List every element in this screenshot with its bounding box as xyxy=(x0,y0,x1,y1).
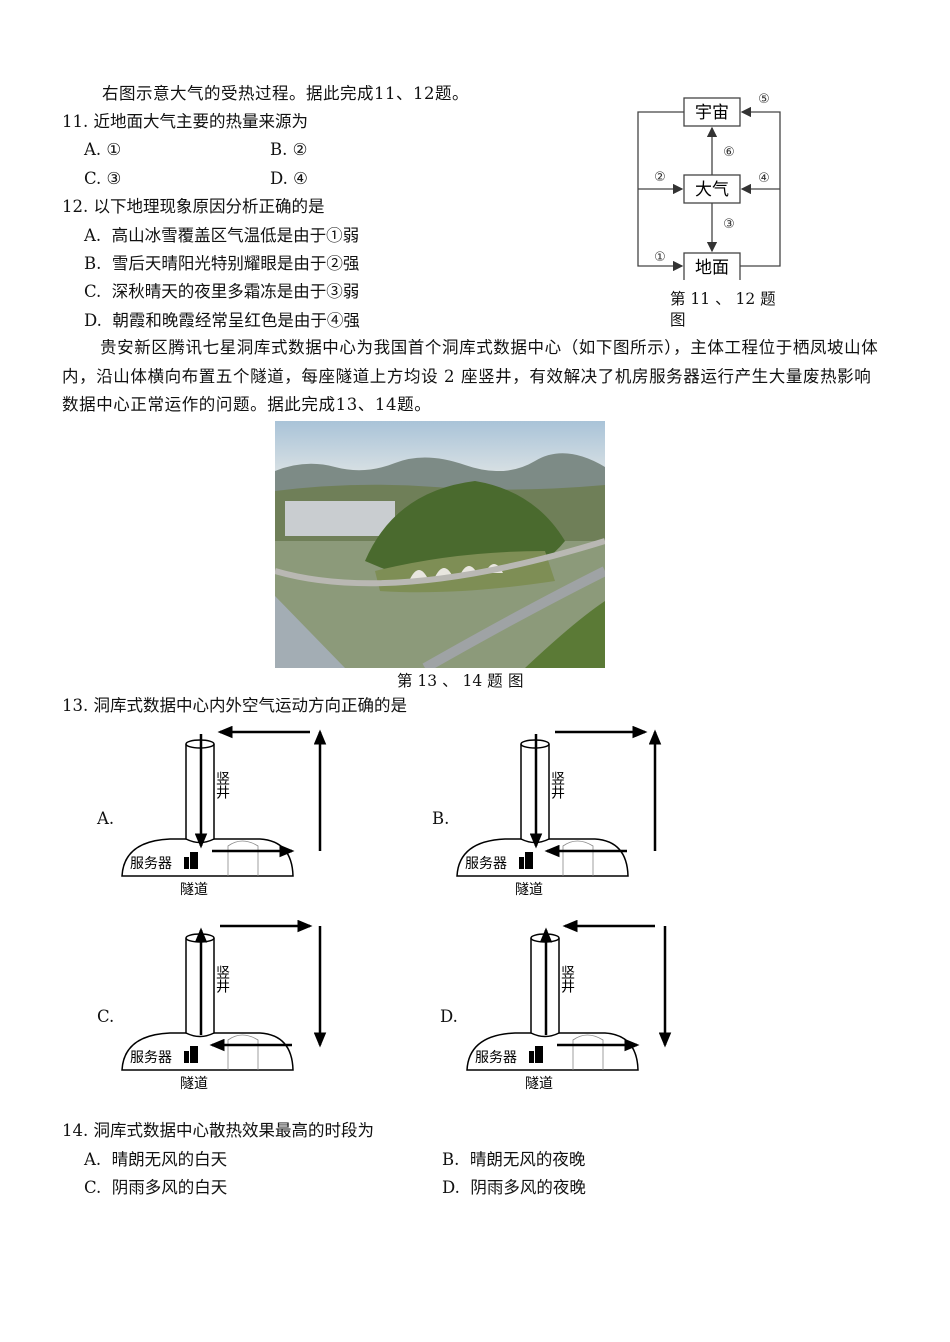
server-label: 服务器 xyxy=(130,1050,172,1066)
q12-option-b[interactable]: B. 雪后天晴阳光特别耀眼是由于②强 xyxy=(84,254,359,274)
intro-13-14: 贵安新区腾讯七星洞库式数据中心为我国首个洞库式数据中心（如下图所示），主体工程位… xyxy=(62,338,879,414)
option-text: 深秋晴天的夜里多霜冻是由于③弱 xyxy=(111,282,360,301)
q13-option-c-diagram[interactable]: 竖井服务器隧道 xyxy=(100,910,350,1100)
box-ground: 地面 xyxy=(695,258,729,278)
option-label: A. xyxy=(84,1150,102,1169)
option-text: 朝霞和晚霞经常呈红色是由于④强 xyxy=(112,311,360,330)
marker-4: ④ xyxy=(758,171,770,186)
tunnel-dome xyxy=(121,838,294,877)
server-icon xyxy=(519,852,533,869)
option-label: C. xyxy=(84,1178,102,1197)
option-label: D. xyxy=(270,169,288,188)
tunnel-arch xyxy=(227,840,259,876)
option-label: A. xyxy=(84,140,102,159)
option-text: 雪后天晴阳光特别耀眼是由于②强 xyxy=(111,254,360,273)
server-icon xyxy=(529,1046,543,1063)
heat-diagram-caption-1: 第 11 、 12 题 xyxy=(670,290,776,308)
q13-option-d-label[interactable]: D. xyxy=(440,1007,458,1026)
server-label: 服务器 xyxy=(465,856,507,872)
tunnel-dome xyxy=(456,838,629,877)
q12-option-c[interactable]: C. 深秋晴天的夜里多霜冻是由于③弱 xyxy=(84,282,359,302)
shaft-label: 竖井 xyxy=(214,965,230,994)
q14-option-b[interactable]: B. 晴朗无风的夜晚 xyxy=(442,1150,585,1170)
option-label: C. xyxy=(84,169,102,188)
option-text: 晴朗无风的白天 xyxy=(111,1150,228,1169)
q12-stem: 12. 以下地理现象原因分析正确的是 xyxy=(62,197,325,216)
tunnel-label: 隧道 xyxy=(180,882,208,898)
option-text: ③ xyxy=(106,169,122,188)
option-text: ④ xyxy=(293,169,308,188)
photo-caption-1: 第 13 、 14 题 xyxy=(397,672,503,690)
q13-option-b-diagram[interactable]: 竖井服务器隧道 xyxy=(435,716,685,906)
option-text: ② xyxy=(292,140,308,159)
marker-3: ③ xyxy=(723,217,735,232)
marker-5: ⑤ xyxy=(758,92,770,107)
marker-1: ① xyxy=(654,250,666,265)
heat-diagram-caption-2: 图 xyxy=(670,311,686,329)
box-atmosphere: 大气 xyxy=(695,180,729,200)
tunnel-dome xyxy=(121,1032,294,1071)
option-label: B. xyxy=(270,140,288,159)
server-label: 服务器 xyxy=(475,1050,517,1066)
q11-option-b[interactable]: B. ② xyxy=(270,140,307,160)
q14-option-d[interactable]: D. 阴雨多风的夜晚 xyxy=(442,1178,586,1198)
server-label: 服务器 xyxy=(130,856,172,872)
q13-option-b-label[interactable]: B. xyxy=(432,809,450,828)
tunnel-label: 隧道 xyxy=(515,882,543,898)
q12-option-d[interactable]: D. 朝霞和晚霞经常呈红色是由于④强 xyxy=(84,311,360,331)
q13-option-a-label[interactable]: A. xyxy=(97,809,115,828)
option-text: ① xyxy=(106,140,122,159)
q13-option-a-diagram[interactable]: 竖井服务器隧道 xyxy=(100,716,350,906)
marker-6: ⑥ xyxy=(723,145,735,160)
q13-option-c-label[interactable]: C. xyxy=(97,1007,115,1026)
box-space: 宇宙 xyxy=(695,103,729,123)
q11-stem: 11. 近地面大气主要的热量来源为 xyxy=(62,112,308,131)
server-icon xyxy=(184,1046,198,1063)
q12-option-a[interactable]: A. 高山冰雪覆盖区气温低是由于①弱 xyxy=(84,226,359,246)
tunnel-label: 隧道 xyxy=(525,1076,553,1092)
option-text: 高山冰雪覆盖区气温低是由于①弱 xyxy=(111,226,360,245)
q13-option-d-diagram[interactable]: 竖井服务器隧道 xyxy=(445,910,695,1100)
q11-option-a[interactable]: A. ① xyxy=(84,140,121,160)
marker-2: ② xyxy=(654,170,666,185)
q11-option-c[interactable]: C. ③ xyxy=(84,169,121,189)
shaft-label: 竖井 xyxy=(559,965,575,994)
shaft-label: 竖井 xyxy=(214,771,230,800)
tunnel-dome xyxy=(466,1032,639,1071)
option-label: A. xyxy=(84,226,102,245)
option-label: C. xyxy=(84,282,102,301)
q14-option-c[interactable]: C. 阴雨多风的白天 xyxy=(84,1178,227,1198)
option-label: B. xyxy=(442,1150,460,1169)
option-text: 晴朗无风的夜晚 xyxy=(469,1150,586,1169)
option-label: D. xyxy=(84,311,102,330)
q11-option-d[interactable]: D. ④ xyxy=(270,169,308,189)
photo-caption-2: 图 xyxy=(508,672,524,690)
atmosphere-heating-diagram: 宇宙 大气 地面 ① ② ③ ④ ⑤ ⑥ xyxy=(637,92,781,280)
server-icon xyxy=(184,852,198,869)
data-center-aerial-photo xyxy=(275,421,605,668)
option-text: 阴雨多风的夜晚 xyxy=(470,1178,586,1197)
option-text: 阴雨多风的白天 xyxy=(111,1178,228,1197)
shaft-label: 竖井 xyxy=(549,771,565,800)
option-label: D. xyxy=(442,1178,460,1197)
tunnel-arch xyxy=(227,1034,259,1070)
q13-stem: 13. 洞库式数据中心内外空气运动方向正确的是 xyxy=(62,696,407,715)
q14-option-a[interactable]: A. 晴朗无风的白天 xyxy=(84,1150,227,1170)
option-label: B. xyxy=(84,254,102,273)
tunnel-label: 隧道 xyxy=(180,1076,208,1092)
q14-stem: 14. 洞库式数据中心散热效果最高的时段为 xyxy=(62,1121,374,1140)
tunnel-arch xyxy=(562,840,594,876)
intro-11-12: 右图示意大气的受热过程。据此完成11、12题。 xyxy=(102,84,469,103)
tunnel-arch xyxy=(572,1034,604,1070)
